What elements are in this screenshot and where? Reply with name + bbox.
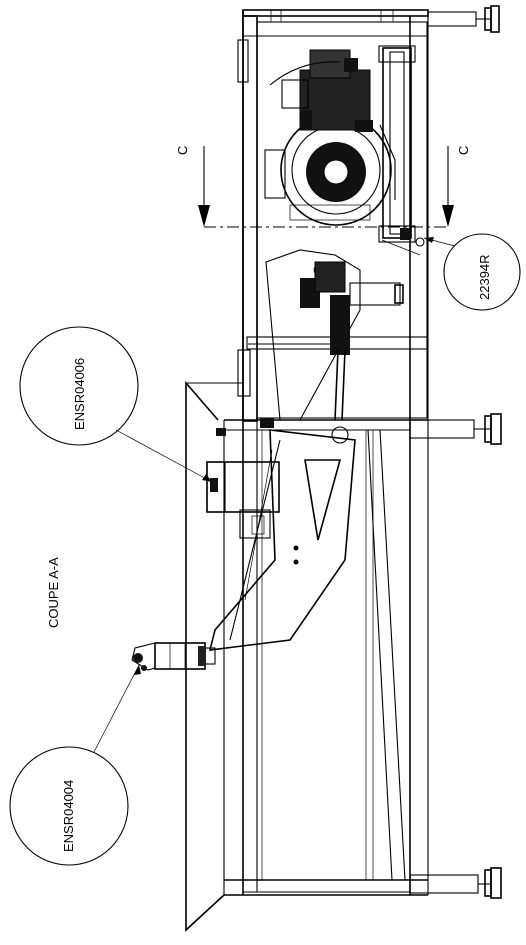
vertical-cylinder bbox=[378, 45, 425, 256]
callout-ensr04006: ENSR04006 bbox=[19, 326, 213, 483]
clamp-block bbox=[206, 418, 280, 539]
motor-gearbox bbox=[264, 49, 396, 226]
callout-label-ensr04004: ENSR04004 bbox=[61, 780, 76, 852]
leveling-feet bbox=[409, 5, 502, 899]
actuator-linkage bbox=[248, 249, 404, 444]
callout-label-ensr04006: ENSR04006 bbox=[72, 358, 87, 430]
section-title: COUPE A-A bbox=[46, 557, 61, 628]
callout-ensr04004: ENSR04004 bbox=[9, 664, 141, 866]
callout-22394r: 22394R bbox=[423, 233, 521, 311]
callout-label-22394r: 22394R bbox=[477, 254, 492, 300]
side-plate bbox=[185, 380, 243, 932]
section-line-c bbox=[198, 146, 454, 228]
section-marker-left: C bbox=[175, 146, 190, 155]
inclined-arm bbox=[208, 429, 406, 881]
frame bbox=[223, 9, 429, 896]
nozzle-assembly bbox=[131, 642, 216, 671]
section-marker-right: C bbox=[456, 146, 471, 155]
